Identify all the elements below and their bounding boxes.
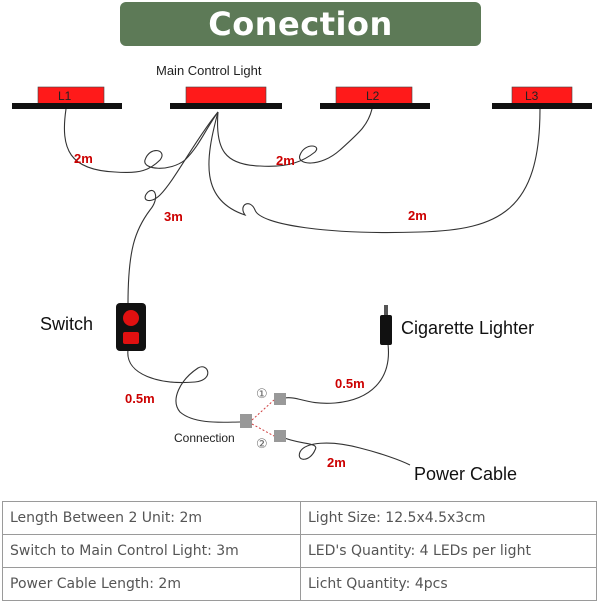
cigarette-lighter-plug	[380, 305, 392, 345]
light-l2-label: L2	[366, 89, 380, 103]
marker-2: ②	[256, 437, 268, 452]
switch-device	[116, 303, 146, 351]
light-l1-label: L1	[58, 89, 72, 103]
power-cable-label: Power Cable	[414, 464, 517, 484]
light-l3: L3	[492, 86, 592, 109]
spec-cell: Power Cable Length: 2m	[2, 567, 301, 601]
length-l1: 2m	[74, 151, 93, 166]
length-switch-cable: 3m	[164, 209, 183, 224]
wire-switch-connection	[127, 349, 241, 423]
spec-cell: LED's Quantity: 4 LEDs per light	[300, 534, 597, 568]
switch-label: Switch	[40, 314, 93, 334]
specs-table: Length Between 2 Unit: 2m Light Size: 12…	[2, 501, 597, 601]
length-l3: 2m	[408, 208, 427, 223]
light-l1: L1	[12, 86, 122, 109]
length-power-cable: 2m	[327, 455, 346, 470]
title-banner: Conection	[120, 2, 481, 46]
light-l2: L2	[320, 86, 430, 109]
marker-1: ①	[256, 387, 268, 402]
connection-label: Connection	[174, 431, 235, 445]
lighter-label: Cigarette Lighter	[401, 318, 534, 338]
table-row: Switch to Main Control Light: 3m LED's Q…	[2, 534, 597, 568]
wire-switch	[127, 111, 219, 305]
length-l2: 2m	[276, 153, 295, 168]
wire-power	[281, 436, 411, 466]
main-control-light	[170, 86, 282, 109]
wire-l3	[208, 108, 541, 234]
wires	[63, 108, 541, 466]
wire-lighter-connection	[283, 343, 390, 404]
main-control-label: Main Control Light	[156, 63, 262, 78]
wiring-diagram: L1 L2 L3 Main Control Light Swi	[12, 63, 592, 484]
length-lighter-connection: 0.5m	[335, 376, 365, 391]
page-title: Conection	[208, 5, 393, 43]
spec-cell: Length Between 2 Unit: 2m	[2, 501, 301, 535]
table-row: Length Between 2 Unit: 2m Light Size: 12…	[2, 501, 597, 535]
spec-cell: Switch to Main Control Light: 3m	[2, 534, 301, 568]
wire-l2	[216, 108, 373, 167]
table-row: Power Cable Length: 2m Licht Quantity: 4…	[2, 567, 597, 601]
spec-cell: Licht Quantity: 4pcs	[300, 567, 597, 601]
length-switch-connection: 0.5m	[125, 391, 155, 406]
light-l3-label: L3	[525, 89, 539, 103]
connection-connectors	[240, 393, 286, 442]
spec-cell: Light Size: 12.5x4.5x3cm	[300, 501, 597, 535]
